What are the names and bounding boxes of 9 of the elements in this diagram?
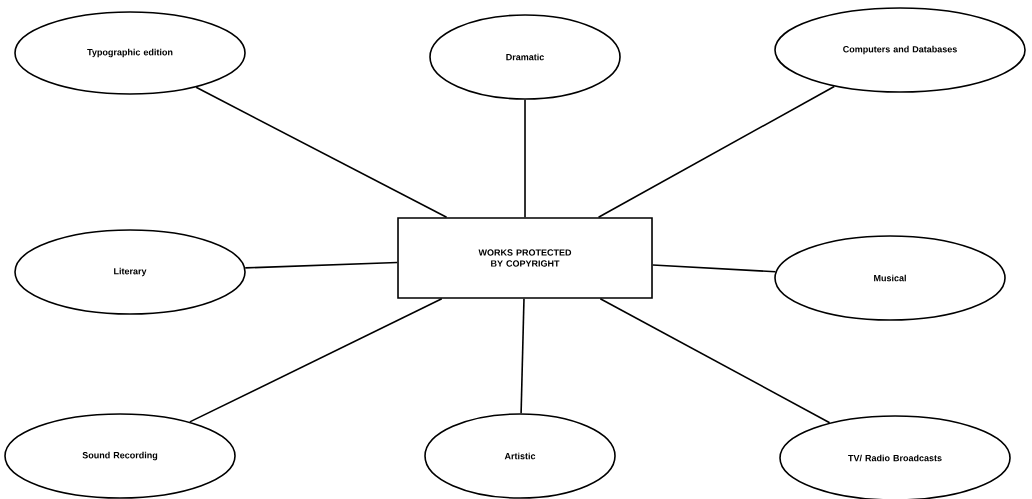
connector-line: [652, 264, 777, 273]
connector-line: [597, 85, 836, 218]
central-box: WORKS PROTECTED BY COPYRIGHT: [397, 217, 653, 299]
connector-line: [524, 99, 526, 218]
connector-line: [195, 86, 448, 218]
connector-line: [189, 298, 443, 423]
connector-line: [244, 261, 398, 269]
connector-line: [520, 298, 525, 414]
connector-line: [599, 298, 831, 424]
